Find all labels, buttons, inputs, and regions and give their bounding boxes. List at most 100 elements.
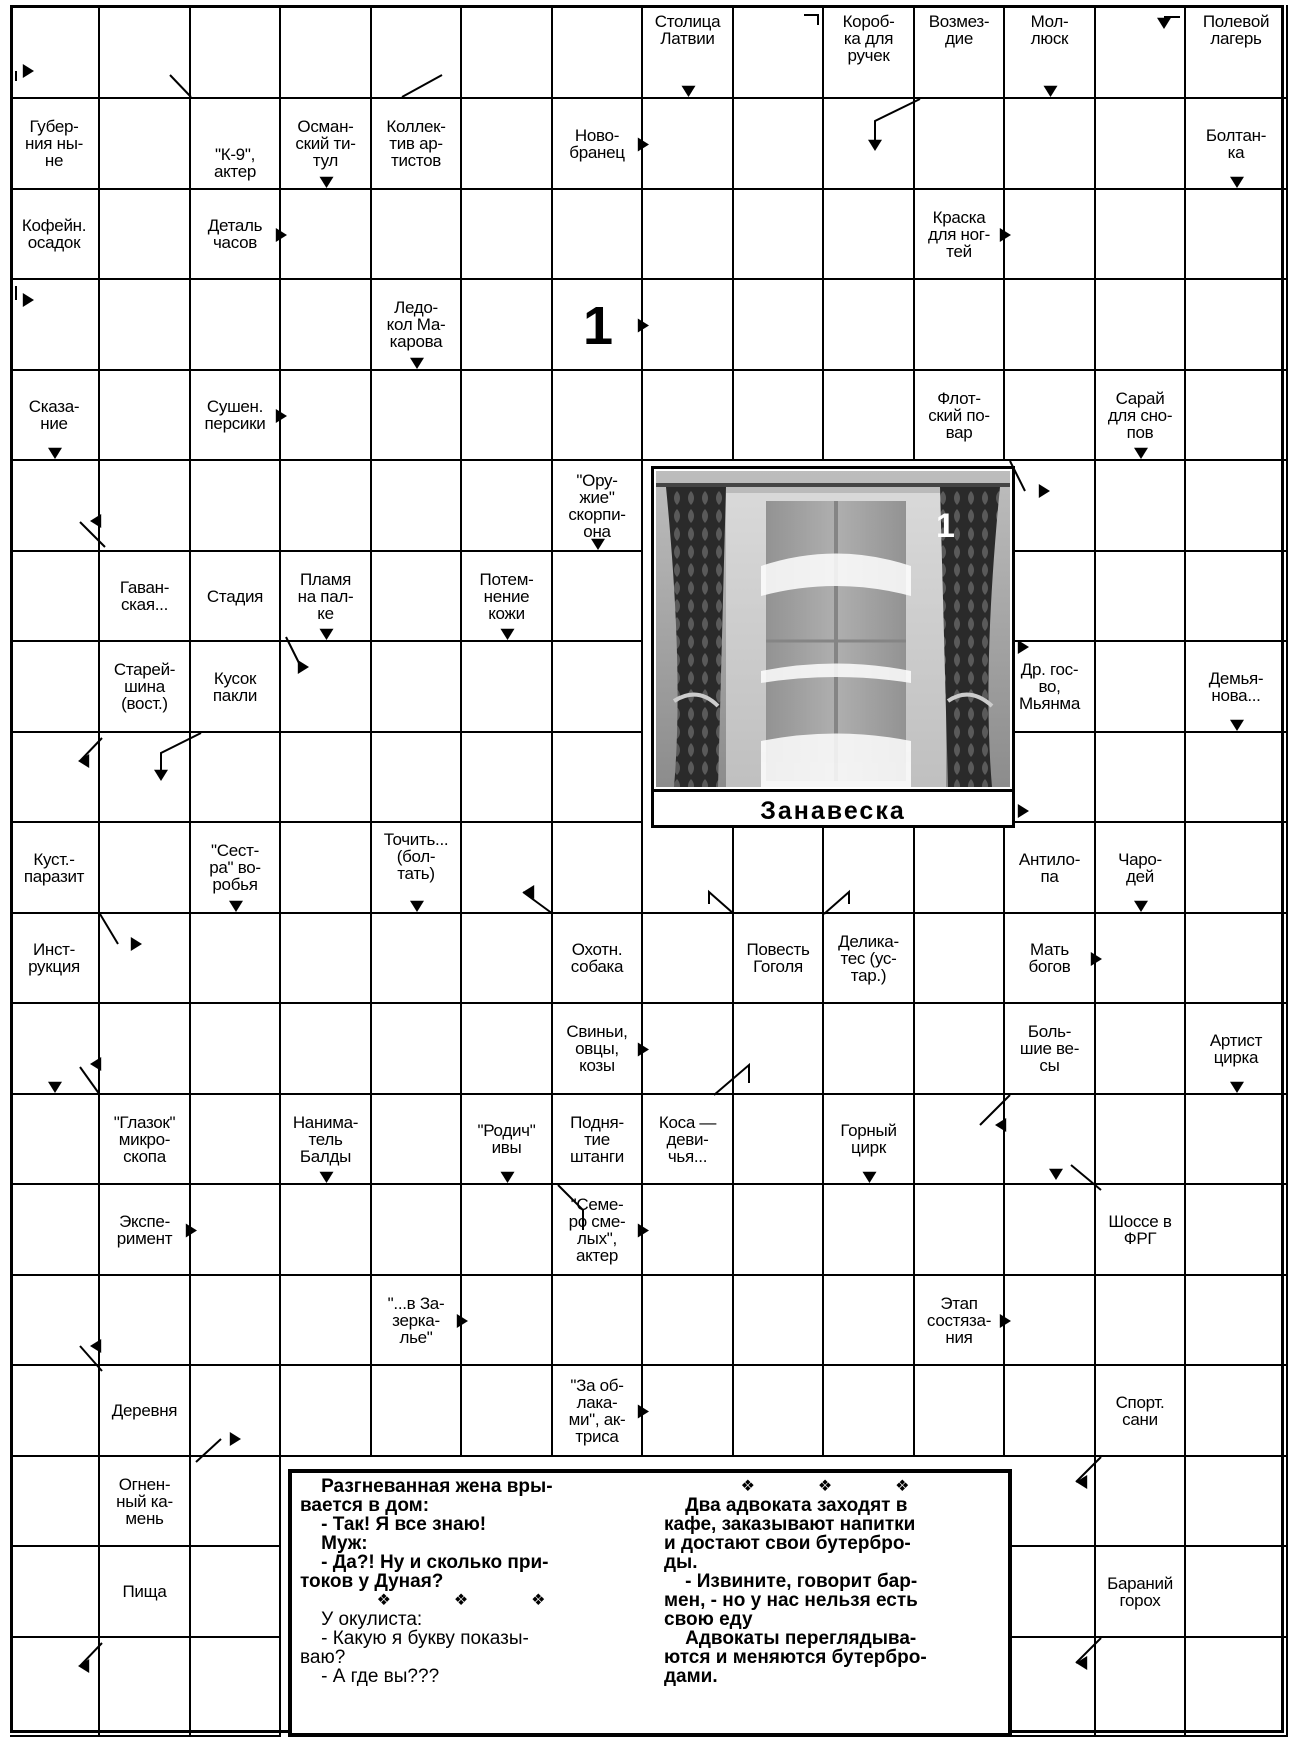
grid-cell[interactable] [553, 190, 643, 280]
grid-cell[interactable] [100, 552, 191, 642]
grid-cell[interactable] [1096, 642, 1186, 733]
grid-cell[interactable] [1005, 1095, 1096, 1185]
grid-cell[interactable] [1096, 99, 1186, 190]
grid-cell[interactable] [100, 1276, 191, 1366]
grid-cell[interactable] [643, 1276, 734, 1366]
grid-cell[interactable] [553, 914, 643, 1004]
grid-cell[interactable] [10, 461, 100, 552]
grid-cell[interactable] [1186, 1276, 1288, 1366]
grid-cell[interactable] [281, 5, 372, 99]
grid-cell[interactable] [191, 1095, 281, 1185]
grid-cell[interactable] [10, 1547, 100, 1638]
grid-cell[interactable] [915, 1185, 1005, 1276]
grid-cell[interactable] [824, 1004, 915, 1095]
grid-cell[interactable] [1186, 1547, 1288, 1638]
grid-cell[interactable] [372, 371, 462, 461]
grid-cell[interactable] [1005, 190, 1096, 280]
grid-cell[interactable] [1096, 823, 1186, 914]
grid-cell[interactable] [1186, 823, 1288, 914]
grid-cell[interactable] [281, 190, 372, 280]
grid-cell[interactable] [1186, 5, 1288, 99]
grid-cell[interactable] [281, 823, 372, 914]
grid-cell[interactable] [372, 1366, 462, 1457]
grid-cell[interactable] [1186, 914, 1288, 1004]
grid-cell[interactable] [281, 642, 372, 733]
grid-cell[interactable] [10, 914, 100, 1004]
grid-cell[interactable] [643, 914, 734, 1004]
grid-cell[interactable] [734, 99, 824, 190]
grid-cell[interactable] [1005, 5, 1096, 99]
grid-cell[interactable] [191, 552, 281, 642]
grid-cell[interactable] [1005, 1004, 1096, 1095]
grid-cell[interactable] [191, 914, 281, 1004]
grid-cell[interactable] [1186, 1457, 1288, 1547]
grid-cell[interactable] [10, 1276, 100, 1366]
grid-cell[interactable] [281, 461, 372, 552]
grid-cell[interactable] [462, 552, 553, 642]
grid-cell[interactable] [281, 1276, 372, 1366]
grid-cell[interactable] [734, 1185, 824, 1276]
grid-cell[interactable] [462, 280, 553, 371]
grid-cell[interactable] [553, 1276, 643, 1366]
grid-cell[interactable] [10, 1004, 100, 1095]
grid-cell[interactable] [1096, 1276, 1186, 1366]
grid-cell[interactable] [281, 1004, 372, 1095]
grid-cell[interactable] [915, 5, 1005, 99]
grid-cell[interactable] [462, 733, 553, 823]
grid-cell[interactable] [462, 1004, 553, 1095]
grid-cell[interactable] [1186, 371, 1288, 461]
grid-cell[interactable] [10, 733, 100, 823]
grid-cell[interactable] [191, 1638, 281, 1737]
grid-cell[interactable] [100, 190, 191, 280]
grid-cell[interactable] [824, 5, 915, 99]
grid-cell[interactable] [1005, 552, 1096, 642]
grid-cell[interactable] [191, 461, 281, 552]
grid-cell[interactable] [191, 1457, 281, 1547]
grid-cell[interactable] [10, 1457, 100, 1547]
grid-cell[interactable] [1005, 733, 1096, 823]
grid-cell[interactable] [191, 1276, 281, 1366]
grid-cell[interactable] [191, 823, 281, 914]
grid-cell[interactable] [643, 99, 734, 190]
grid-cell[interactable] [191, 733, 281, 823]
grid-cell[interactable] [191, 5, 281, 99]
grid-cell[interactable] [100, 1004, 191, 1095]
grid-cell[interactable] [915, 1004, 1005, 1095]
grid-cell[interactable] [734, 5, 824, 99]
grid-cell[interactable] [10, 99, 100, 190]
grid-cell[interactable] [1005, 99, 1096, 190]
grid-cell[interactable] [1186, 1366, 1288, 1457]
grid-cell[interactable] [100, 1366, 191, 1457]
grid-cell[interactable] [734, 280, 824, 371]
grid-cell[interactable] [1005, 1366, 1096, 1457]
grid-cell[interactable] [1186, 733, 1288, 823]
grid-cell[interactable] [1186, 1638, 1288, 1737]
grid-cell[interactable] [1096, 1638, 1186, 1737]
grid-cell[interactable] [100, 371, 191, 461]
grid-cell[interactable] [1186, 552, 1288, 642]
grid-cell[interactable] [1005, 823, 1096, 914]
grid-cell[interactable] [824, 1095, 915, 1185]
grid-cell[interactable] [915, 371, 1005, 461]
grid-cell[interactable] [1096, 371, 1186, 461]
grid-cell[interactable] [281, 914, 372, 1004]
grid-cell[interactable] [10, 1095, 100, 1185]
grid-cell[interactable] [553, 1004, 643, 1095]
grid-cell[interactable] [734, 1095, 824, 1185]
grid-cell[interactable] [100, 1638, 191, 1737]
grid-cell[interactable] [281, 280, 372, 371]
grid-cell[interactable] [1096, 461, 1186, 552]
grid-cell[interactable] [1005, 1638, 1096, 1737]
grid-cell[interactable] [100, 914, 191, 1004]
grid-cell[interactable] [191, 99, 281, 190]
grid-cell[interactable] [372, 461, 462, 552]
grid-cell[interactable] [372, 733, 462, 823]
grid-cell[interactable] [100, 280, 191, 371]
grid-cell[interactable] [10, 642, 100, 733]
grid-cell[interactable] [372, 914, 462, 1004]
grid-cell[interactable] [643, 823, 734, 914]
grid-cell[interactable] [10, 1185, 100, 1276]
grid-cell[interactable] [643, 1185, 734, 1276]
grid-cell[interactable] [100, 99, 191, 190]
grid-cell[interactable] [1005, 371, 1096, 461]
